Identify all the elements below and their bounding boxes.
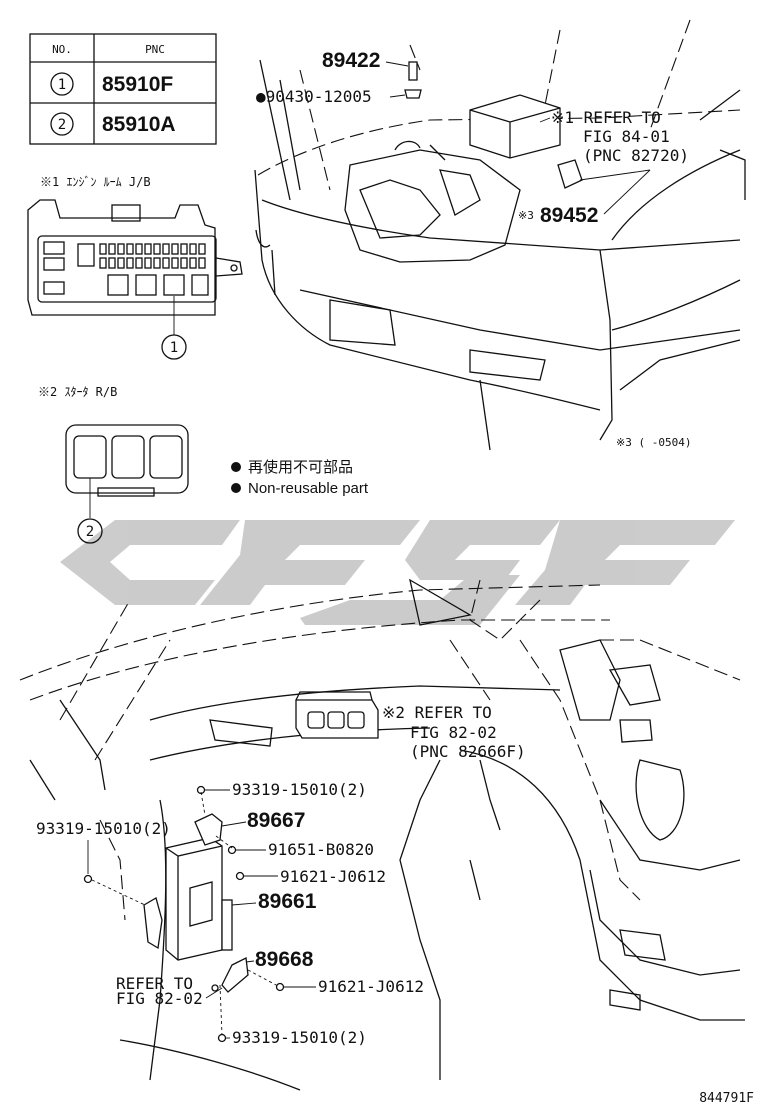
fuse-slot xyxy=(171,257,179,269)
refer-note-2-line1: ※2 REFER TO xyxy=(382,703,492,722)
fuse-slot xyxy=(153,257,161,269)
note-mark-3: ※3 xyxy=(518,209,534,222)
part-number-89668: 89668 xyxy=(255,948,314,971)
fuse-slot xyxy=(162,257,170,269)
refer-note-fig-line1: REFER TO xyxy=(116,974,193,993)
engine-room-jb-inset: ※1 ｴﾝｼﾞﾝ ﾙｰﾑ J/B 1 xyxy=(27,175,243,360)
fuse-slot xyxy=(144,243,152,255)
bolt-part-number: 93319-15010(2) xyxy=(232,780,367,799)
fuse-slot xyxy=(126,243,134,255)
fuse-slot xyxy=(144,257,152,269)
part-number-89667: 89667 xyxy=(247,809,305,832)
note-3-range: ※3 ( -0504) xyxy=(616,436,691,449)
part-number-89452: 89452 xyxy=(540,204,598,227)
part-number-89661: 89661 xyxy=(258,890,317,913)
starter-rb-inset: ※2 ｽﾀｰﾀ R/B 2 xyxy=(38,385,189,544)
part-number-89422: 89422 xyxy=(322,49,380,72)
fuse-slot xyxy=(171,243,179,255)
callout-2: 2 xyxy=(86,524,94,540)
refer-note-1-line2: FIG 84-01 xyxy=(583,127,670,146)
fuse-slot xyxy=(189,243,197,255)
table-row-pnc: 85910F xyxy=(102,73,173,96)
fuse-slot xyxy=(153,243,161,255)
fuse-slot xyxy=(117,257,125,269)
fuse-row xyxy=(99,243,206,269)
watermark-logo xyxy=(60,520,735,625)
part-number-91621-j0612: 91621-J0612 xyxy=(280,867,386,886)
bolt-part-number: 93319-15010(2) xyxy=(36,819,171,838)
pnc-table-frame xyxy=(29,33,217,145)
callout-1: 1 xyxy=(170,340,178,356)
refer-note-2-line3: (PNC 82666F) xyxy=(410,742,526,761)
fuse-slot xyxy=(162,243,170,255)
table-header-pnc: PNC xyxy=(145,43,165,56)
refer-note-2-line2: FIG 82-02 xyxy=(410,723,497,742)
bottom-callouts: ※2 REFER TO FIG 82-02 (PNC 82666F) 93319… xyxy=(36,703,526,1047)
part-number-90430-12005: ●90430-12005 xyxy=(256,87,372,106)
interior-dash-drawing xyxy=(19,578,745,1091)
fuse-slot xyxy=(189,257,197,269)
fuse-slot xyxy=(99,257,107,269)
engine-room-jb-label: ※1 ｴﾝｼﾞﾝ ﾙｰﾑ J/B xyxy=(40,175,151,189)
part-number-91621-j0612: 91621-J0612 xyxy=(318,977,424,996)
vehicle-front-drawing xyxy=(254,19,746,451)
table-header-no: NO. xyxy=(52,43,72,56)
table-row-pnc: 85910A xyxy=(102,113,176,136)
table-row-no: 1 xyxy=(58,77,66,93)
fuse-slot xyxy=(198,257,206,269)
pnc-table: NO. PNC 1 85910F 2 85910A xyxy=(29,33,217,145)
refer-note-1-line3: (PNC 82720) xyxy=(583,146,689,165)
fuse-slot xyxy=(108,257,116,269)
figure-id: 844791F xyxy=(699,1091,754,1106)
fuse-slot xyxy=(99,243,107,255)
fuse-slot xyxy=(108,243,116,255)
starter-rb-label: ※2 ｽﾀｰﾀ R/B xyxy=(38,385,117,399)
part-number-91651-b0820: 91651-B0820 xyxy=(268,840,374,859)
table-row-no: 2 xyxy=(58,117,66,133)
fuse-slot xyxy=(198,243,206,255)
legend-en: Non-reusable part xyxy=(248,480,369,497)
refer-note-1-line1: ※1 REFER TO xyxy=(551,108,661,127)
refer-note-fig-line2: FIG 82-02 xyxy=(116,989,203,1008)
fuse-slot xyxy=(126,257,134,269)
bolt-part-number: 93319-15010(2) xyxy=(232,1028,367,1047)
fuse-slot xyxy=(135,243,143,255)
legend-jp: 再使用不可部品 xyxy=(248,459,353,476)
fuse-slot xyxy=(117,243,125,255)
top-callouts: 89422 ●90430-12005 ※1 REFER TO FIG 84-01… xyxy=(256,49,691,449)
fuse-slot xyxy=(135,257,143,269)
fuse-slot xyxy=(180,243,188,255)
fuse-slot xyxy=(180,257,188,269)
legend: 再使用不可部品 Non-reusable part xyxy=(231,459,369,497)
